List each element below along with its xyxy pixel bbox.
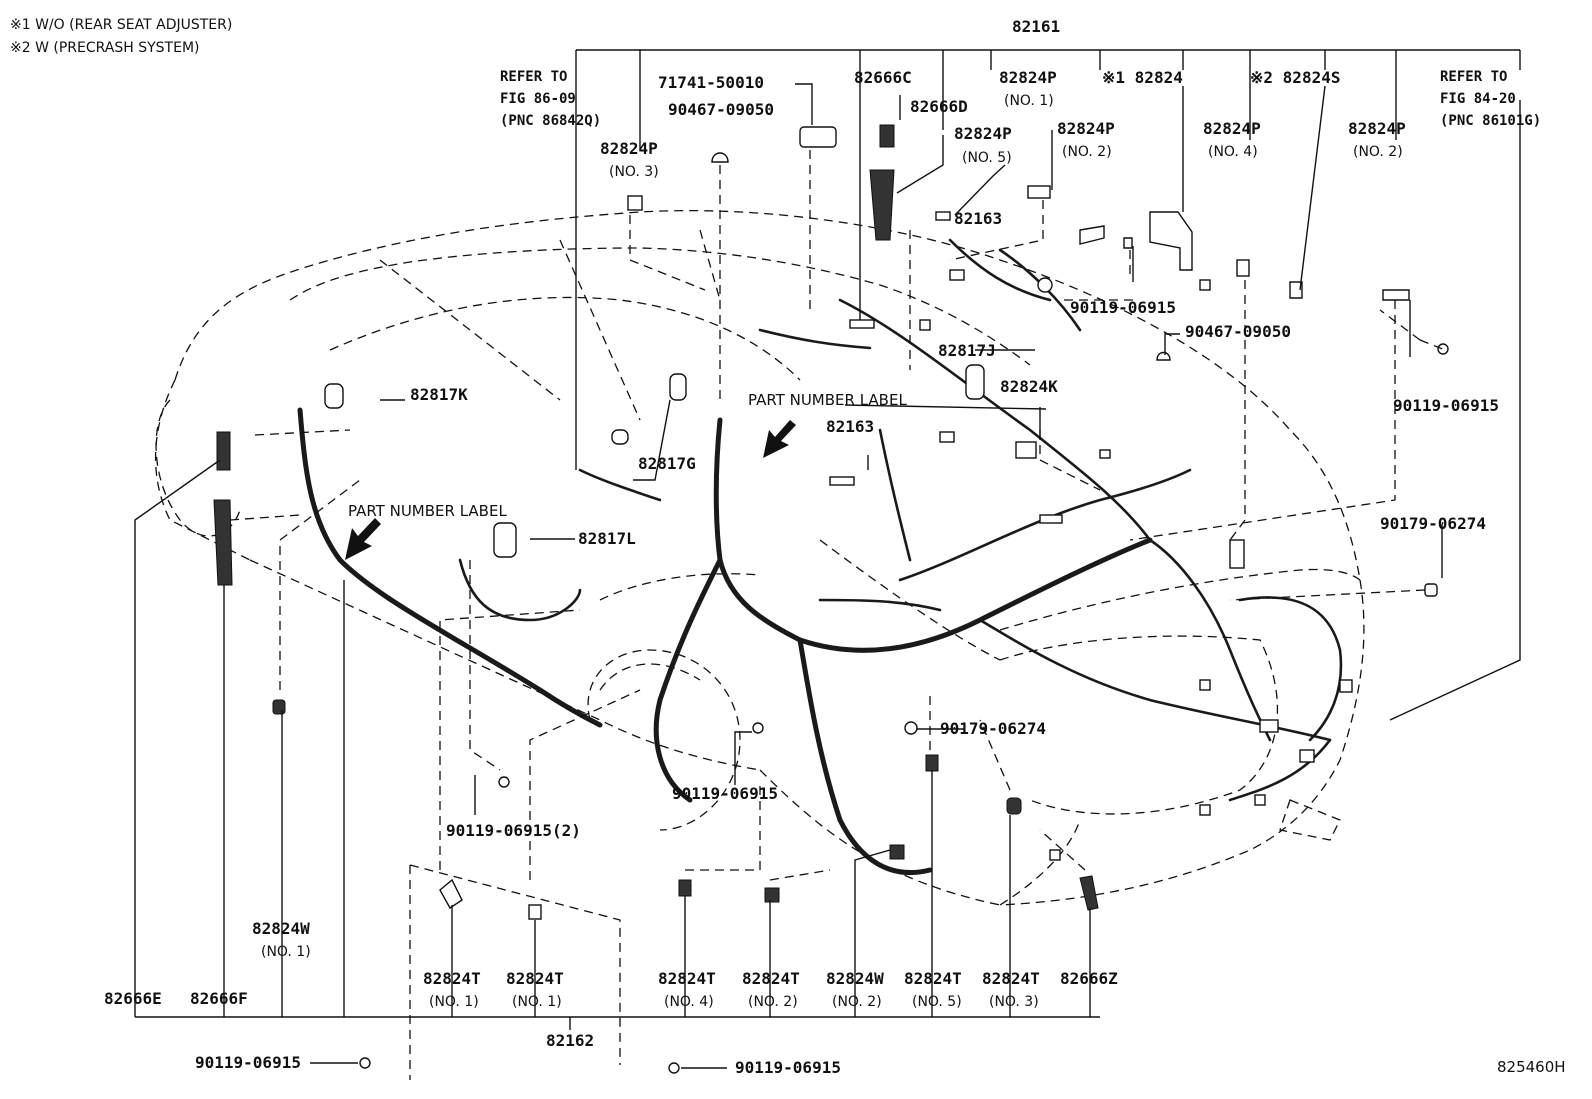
- label-71741: 71741-50010: [658, 73, 764, 92]
- label-82824p-no2a: 82824P: [1057, 119, 1115, 138]
- label-82163-mid: 82163: [826, 417, 875, 436]
- label-82817l: 82817L: [578, 529, 636, 548]
- label-82824w-no2: 82824W: [826, 969, 884, 988]
- part-number-label-left: PART NUMBER LABEL: [348, 502, 507, 520]
- part-number-label-right: PART NUMBER LABEL: [748, 391, 907, 409]
- label-82666c: 82666C: [854, 68, 912, 87]
- sublabel-w-no1: (NO. 1): [261, 944, 311, 960]
- sublabel-t-b: (NO. 1): [512, 994, 562, 1010]
- label-82824p-no1: 82824P: [999, 68, 1057, 87]
- label-82824p-no2b: 82824P: [1348, 119, 1406, 138]
- sublabel-no1: (NO. 1): [1004, 93, 1054, 109]
- refer-left-3: (PNC 86842Q): [500, 113, 602, 129]
- label-82817k: 82817K: [410, 385, 468, 404]
- figure-number: 825460H: [1497, 1058, 1566, 1076]
- label-82824k: 82824K: [1000, 377, 1058, 396]
- label-90119-right: 90119-06915: [1393, 396, 1499, 415]
- pointer-arrows: [345, 420, 796, 560]
- sublabel-t-c: (NO. 4): [664, 994, 714, 1010]
- label-82824: ※1 82824: [1102, 68, 1183, 87]
- label-82824t-b: 82824T: [506, 969, 564, 988]
- label-82824t-d: 82824T: [742, 969, 800, 988]
- label-82817g: 82817G: [638, 454, 696, 473]
- label-82666z: 82666Z: [1060, 969, 1118, 988]
- sublabel-no2a: (NO. 2): [1062, 144, 1112, 160]
- label-82824p-no5: 82824P: [954, 124, 1012, 143]
- label-82824p-no4: 82824P: [1203, 119, 1261, 138]
- sublabel-t-e: (NO. 5): [912, 994, 962, 1010]
- label-90467-top: 90467-09050: [668, 100, 774, 119]
- label-82824s: ※2 82824S: [1250, 68, 1341, 87]
- label-90119-a: 90119-06915: [1070, 298, 1176, 317]
- sublabel-t-a: (NO. 1): [429, 994, 479, 1010]
- sublabel-t-f: (NO. 3): [989, 994, 1039, 1010]
- note-2: ※2 W (PRECRASH SYSTEM): [10, 40, 200, 56]
- label-82824t-f: 82824T: [982, 969, 1040, 988]
- refer-right-3: (PNC 86101G): [1440, 113, 1542, 129]
- label-82666d: 82666D: [910, 97, 968, 116]
- sublabel-no4: (NO. 4): [1208, 144, 1258, 160]
- label-82824t-e: 82824T: [904, 969, 962, 988]
- label-90119-bc: 90119-06915: [735, 1058, 841, 1077]
- note-1: ※1 W/O (REAR SEAT ADJUSTER): [10, 17, 233, 33]
- label-82817j: 82817J: [938, 341, 996, 360]
- leader-lines: [134, 49, 1521, 1069]
- label-90467-mid: 90467-09050: [1185, 322, 1291, 341]
- label-90179-right: 90179-06274: [1380, 514, 1486, 533]
- label-90119-center: 90119-06915: [672, 784, 778, 803]
- label-82824w-no1: 82824W: [252, 919, 310, 938]
- sublabel-t-d: (NO. 2): [748, 994, 798, 1010]
- label-90119-x2: 90119-06915(2): [446, 821, 581, 840]
- refer-left-1: REFER TO: [500, 69, 568, 85]
- label-82161: 82161: [1012, 17, 1061, 36]
- refer-left-2: FIG 86-09: [500, 91, 576, 107]
- refer-right-1: REFER TO: [1440, 69, 1508, 85]
- dashed-location-lines: [229, 150, 1446, 1080]
- label-82666e: 82666E: [104, 989, 162, 1008]
- label-82163-top: 82163: [954, 209, 1003, 228]
- label-82162: 82162: [546, 1031, 595, 1050]
- sublabel-no5: (NO. 5): [962, 150, 1012, 166]
- refer-right-2: FIG 84-20: [1440, 91, 1516, 107]
- label-90179-mid: 90179-06274: [940, 719, 1046, 738]
- sublabel-no3: (NO. 3): [609, 164, 659, 180]
- parts: [213, 124, 1449, 1074]
- label-90119-bl: 90119-06915: [195, 1053, 301, 1072]
- sublabel-no2b: (NO. 2): [1353, 144, 1403, 160]
- sublabel-w-no2: (NO. 2): [832, 994, 882, 1010]
- refer-left: REFER TO FIG 86-09 (PNC 86842Q): [500, 66, 601, 132]
- refer-right: REFER TO FIG 84-20 (PNC 86101G): [1440, 66, 1541, 132]
- label-82824t-a: 82824T: [423, 969, 481, 988]
- label-82824p-no3: 82824P: [600, 139, 658, 158]
- label-82824t-c: 82824T: [658, 969, 716, 988]
- label-82666f: 82666F: [190, 989, 248, 1008]
